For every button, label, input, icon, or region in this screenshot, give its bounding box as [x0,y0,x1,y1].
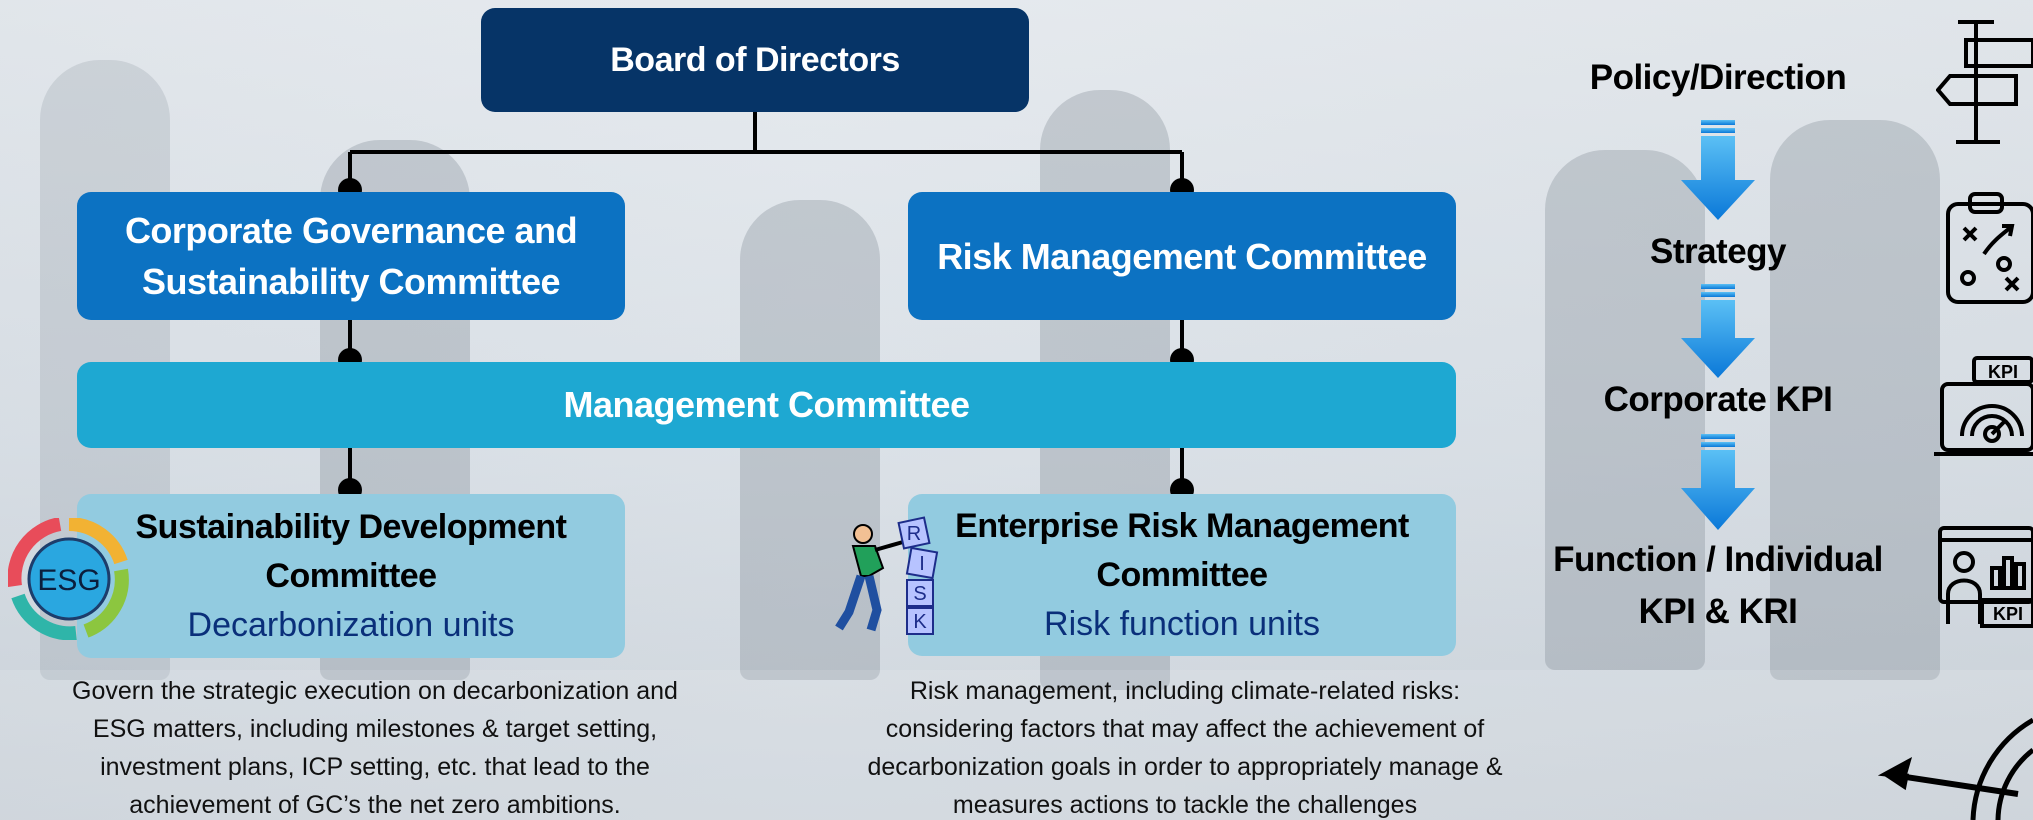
strategy-clipboard-icon [1944,190,2033,306]
erm-description-line: decarbonization goals in order to approp… [867,753,1503,781]
flow-arrow-down [1681,120,1755,220]
erm-description-line: measures actions to tackle the challenge… [952,791,1418,819]
cgsc-label-line2: Sustainability Committee [141,261,561,302]
erm-box: Enterprise Risk Management Committee Ris… [908,494,1456,656]
erm-label-line1: Enterprise Risk Management [955,506,1409,545]
sdc-description-line: achievement of GC’s the net zero ambitio… [129,791,621,819]
erm-label-line2: Committee [1096,555,1268,594]
board-of-directors-box: Board of Directors [481,8,1029,112]
flow-step-policy: Policy/Direction [1589,58,1847,97]
flow-step-strategy: Strategy [1649,232,1787,271]
rmc-label: Risk Management Committee [937,235,1427,277]
erm-description-line: Risk management, including climate-relat… [909,677,1461,705]
kpi-gauge-icon: KPI [1932,354,2033,464]
esg-icon: ESG [7,517,130,641]
dart-target-icon [1877,690,2033,820]
esg-icon-text: ESG [37,564,100,597]
kpi-icon-label: KPI [1988,362,2018,382]
risk-letter-k: K [913,611,927,633]
flow-step-function-kpi: Function / Individual KPI & KRI [1538,534,1898,638]
flow-arrow-down [1681,284,1755,378]
risk-letter-i: I [919,553,925,575]
erm-unit-label: Risk function units [1044,604,1320,643]
sdc-label-line2: Committee [265,556,437,595]
sdc-label-line1: Sustainability Development [135,507,568,546]
risk-letter-r: R [907,523,921,545]
risk-blocks-icon: R I S K [825,516,945,640]
management-label: Management Committee [563,384,970,425]
erm-description-line: considering factors that may affect the … [885,715,1485,743]
sdc-description-line: ESG matters, including milestones & targ… [92,715,658,743]
cgsc-box: Corporate Governance and Sustainability … [77,192,625,320]
sdc-description: Govern the strategic execution on decarb… [20,672,730,820]
risk-letter-s: S [913,583,926,605]
flow-step-function-kpi-line1: Function / Individual [1553,540,1883,579]
erm-description: Risk management, including climate-relat… [820,672,1550,820]
sdc-description-line: Govern the strategic execution on decarb… [72,677,678,705]
flow-arrow-down [1681,434,1755,530]
risk-management-committee-box: Risk Management Committee [908,192,1456,320]
sdc-description-line: investment plans, ICP setting, etc. that… [100,753,650,781]
signpost-icon [1935,14,2033,150]
sdc-unit-label: Decarbonization units [187,605,515,644]
kpi-presentation-icon: KPI [1936,524,2033,630]
board-label: Board of Directors [610,40,900,79]
kpi-presentation-label: KPI [1993,604,2023,624]
background-silhouette [1545,150,1705,670]
flow-step-corporate-kpi: Corporate KPI [1603,380,1833,419]
management-committee-box: Management Committee [77,362,1456,448]
flow-step-function-kpi-line2: KPI & KRI [1638,592,1798,631]
sdc-box: Sustainability Development Committee Dec… [77,494,625,658]
background-silhouette [1770,120,1940,680]
cgsc-label-line1: Corporate Governance and [124,210,578,251]
background-table [0,670,2033,820]
